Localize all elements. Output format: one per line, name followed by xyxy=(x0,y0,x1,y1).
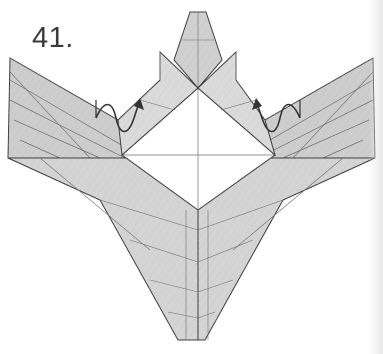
left-wing xyxy=(8,58,138,158)
page-edge-shadow xyxy=(369,0,383,354)
